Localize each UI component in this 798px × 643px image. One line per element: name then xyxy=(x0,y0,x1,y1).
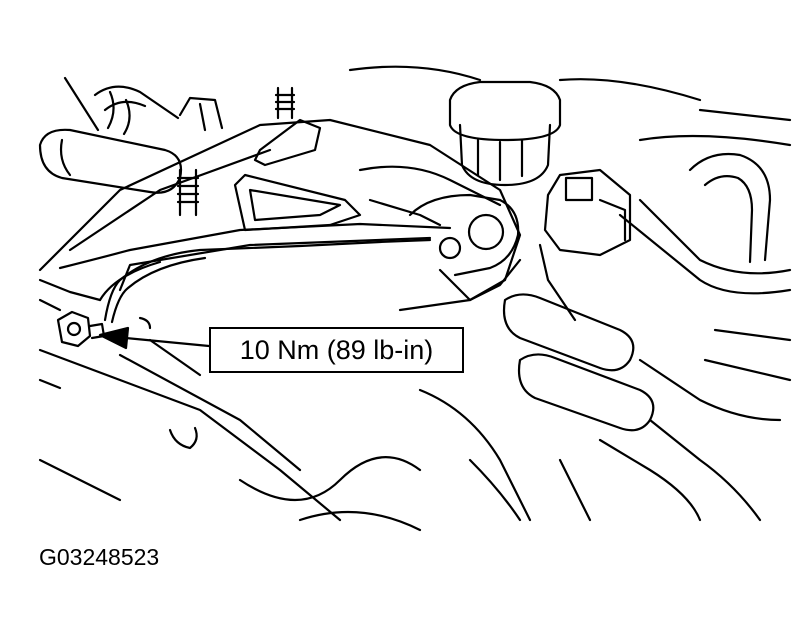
radiator-cap xyxy=(350,67,700,185)
callout-arrow xyxy=(100,328,209,348)
right-hose-loop xyxy=(620,110,790,293)
bolt-icon xyxy=(58,312,150,346)
mounting-bracket xyxy=(235,120,500,230)
stud-bolts xyxy=(178,88,294,215)
lower-right-hoses xyxy=(504,294,790,520)
figure-id: G03248523 xyxy=(39,544,160,570)
upper-left-hose xyxy=(40,78,181,193)
lower-engine-block xyxy=(40,300,590,530)
main-housing xyxy=(40,98,520,310)
sensor-connector xyxy=(540,170,630,320)
torque-callout: 10 Nm (89 lb-in) xyxy=(209,327,464,373)
pivot-arm xyxy=(410,195,520,300)
wire-harness xyxy=(105,240,430,322)
